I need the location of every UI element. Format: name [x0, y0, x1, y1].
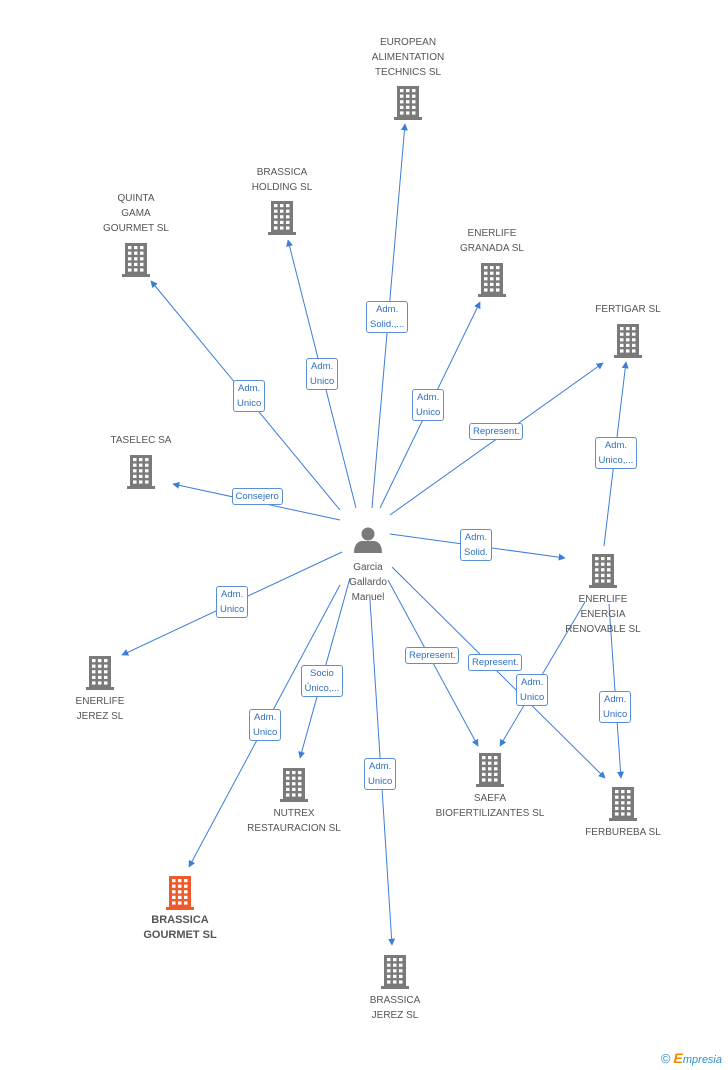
edge-label-enerlife_jerez[interactable]: Adm. Unico — [216, 586, 249, 618]
company-label-brassica_gourmet[interactable]: BRASSICA GOURMET SL — [143, 914, 217, 941]
company-label-enerlife_energia[interactable]: ENERLIFE ENERGIA RENOVABLE SL — [565, 594, 641, 635]
company-label-saefa[interactable]: SAEFA BIOFERTILIZANTES SL — [435, 793, 545, 819]
company-label-brassica_holding[interactable]: BRASSICA HOLDING SL — [251, 167, 313, 193]
edge-label-enerlife_granada[interactable]: Adm. Unico — [412, 389, 445, 421]
center-person-label: Garcia Gallardo Manuel — [349, 562, 387, 603]
company-label-fertigar[interactable]: FERTIGAR SL — [595, 304, 661, 315]
edge-label-ferbureba[interactable]: Represent. — [468, 653, 523, 671]
edge-label-brassica_gourmet[interactable]: Adm. Unico — [249, 709, 282, 741]
company-label-brassica_jerez[interactable]: BRASSICA JEREZ SL — [369, 995, 421, 1021]
edge-label-saefa[interactable]: Adm. Unico — [516, 674, 549, 706]
copyright-icon: © — [660, 1051, 671, 1066]
edge-label-enerlife_energia[interactable]: Adm. Solid. — [460, 529, 492, 561]
company-label-quinta[interactable]: QUINTA GAMA GOURMET SL — [103, 193, 169, 234]
building-icon-brassica_jerez[interactable] — [381, 955, 409, 989]
company-label-enerlife_jerez[interactable]: ENERLIFE JEREZ SL — [75, 696, 125, 722]
building-icon-quinta[interactable] — [122, 243, 150, 277]
edge-label-quinta[interactable]: Adm. Unico — [233, 380, 266, 412]
building-icon-european[interactable] — [394, 86, 422, 120]
building-icon-fertigar[interactable] — [614, 324, 642, 358]
company-label-enerlife_granada[interactable]: ENERLIFE GRANADA SL — [460, 228, 524, 254]
edge-label-saefa[interactable]: Represent. — [405, 646, 460, 664]
edge-label-taselec[interactable]: Consejero — [231, 487, 283, 505]
company-label-nutrex[interactable]: NUTREX RESTAURACION SL — [247, 808, 341, 834]
building-icon-brassica_holding[interactable] — [268, 201, 296, 235]
building-icon-nutrex[interactable] — [280, 768, 308, 802]
edge-label-fertigar[interactable]: Adm. Unico,... — [594, 437, 638, 469]
building-icon-brassica_gourmet[interactable] — [166, 876, 194, 910]
edge-label-nutrex[interactable]: Socio Único,... — [300, 665, 344, 697]
edge-label-european[interactable]: Adm. Solid.,... — [366, 301, 409, 333]
company-label-european[interactable]: EUROPEAN ALIMENTATION TECHNICS SL — [371, 37, 445, 78]
copyright-notice: © Empresia — [661, 1050, 722, 1066]
brand-logo-letter: E — [673, 1050, 683, 1066]
edge-center-ferbureba — [391, 566, 606, 779]
building-icon-saefa[interactable] — [476, 753, 504, 787]
building-icon-taselec[interactable] — [127, 455, 155, 489]
building-icon-enerlife_granada[interactable] — [478, 263, 506, 297]
edge-label-fertigar[interactable]: Represent. — [469, 422, 524, 440]
building-icon-enerlife_jerez[interactable] — [86, 656, 114, 690]
building-icon-enerlife_energia[interactable] — [589, 554, 617, 588]
edge-label-ferbureba[interactable]: Adm. Unico — [599, 691, 632, 723]
brand-logo-text: mpresia — [682, 1054, 722, 1066]
building-icon-ferbureba[interactable] — [609, 787, 637, 821]
company-label-taselec[interactable]: TASELEC SA — [110, 435, 172, 446]
person-icon[interactable] — [354, 527, 382, 554]
company-label-ferbureba[interactable]: FERBUREBA SL — [585, 827, 661, 838]
edge-label-brassica_holding[interactable]: Adm. Unico — [306, 358, 339, 390]
edge-label-brassica_jerez[interactable]: Adm. Unico — [364, 758, 397, 790]
nodes-layer — [86, 86, 642, 989]
